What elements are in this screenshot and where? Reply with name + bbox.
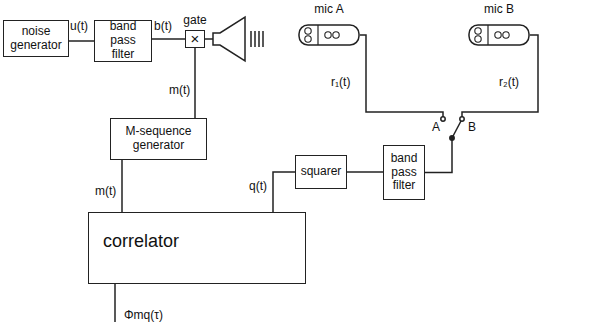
mic-wire: [462, 35, 538, 117]
gate-box: gate×: [185, 30, 205, 48]
node-label: band pass filter: [387, 152, 421, 193]
signal-name: m(t): [94, 185, 117, 198]
filter-box: band pass filter: [94, 20, 152, 62]
signal-name: r₁(t): [330, 76, 351, 89]
signal-connector: [273, 172, 295, 212]
switch-wire: [425, 140, 452, 173]
microphone-symbol: [298, 22, 360, 48]
signal-name: b(t): [153, 20, 173, 33]
node-label: squarer: [301, 165, 342, 179]
sound-waves: [251, 31, 263, 47]
switch-lever: [452, 121, 461, 138]
signal-name: r₂(t): [498, 76, 520, 89]
node-heading: mic B: [448, 3, 550, 17]
node-label: band pass filter: [98, 20, 148, 61]
node-label: noise generator: [7, 25, 65, 53]
switch-contact: [441, 117, 445, 121]
signal-connector: [152, 38, 185, 40]
filter-box: band pass filter: [383, 145, 425, 200]
signal-name: m(t): [168, 84, 191, 97]
signal-connector: [69, 40, 94, 42]
correlator-box: correlator: [88, 212, 306, 284]
speaker-symbol: [213, 17, 245, 61]
switch-terminal: A: [431, 121, 441, 134]
signal-connector: [347, 171, 383, 173]
node-heading: gate: [166, 14, 224, 28]
node-label: correlator: [103, 231, 179, 252]
multiply-symbol: ×: [186, 30, 204, 47]
mic-wire: [360, 35, 443, 117]
generator-box: M-sequence generator: [110, 118, 207, 160]
microphone-symbol: [468, 22, 530, 48]
microphone: mic B: [468, 22, 530, 48]
node-heading: mic A: [278, 3, 380, 17]
switch-terminal: B: [467, 121, 477, 134]
signal-name: q(t): [248, 180, 268, 193]
process-box: squarer: [295, 155, 347, 189]
signal-name: u(t): [69, 20, 89, 33]
signal-connector: [194, 48, 196, 118]
microphone: mic A: [298, 22, 360, 48]
signal-connector: [121, 160, 123, 212]
signal-wire: [205, 38, 213, 40]
output-wire: [114, 284, 116, 322]
output-name: Φmq(τ): [123, 309, 164, 322]
process-box: noise generator: [3, 20, 69, 57]
switch-contact: [460, 117, 464, 121]
node-label: M-sequence generator: [114, 125, 203, 153]
